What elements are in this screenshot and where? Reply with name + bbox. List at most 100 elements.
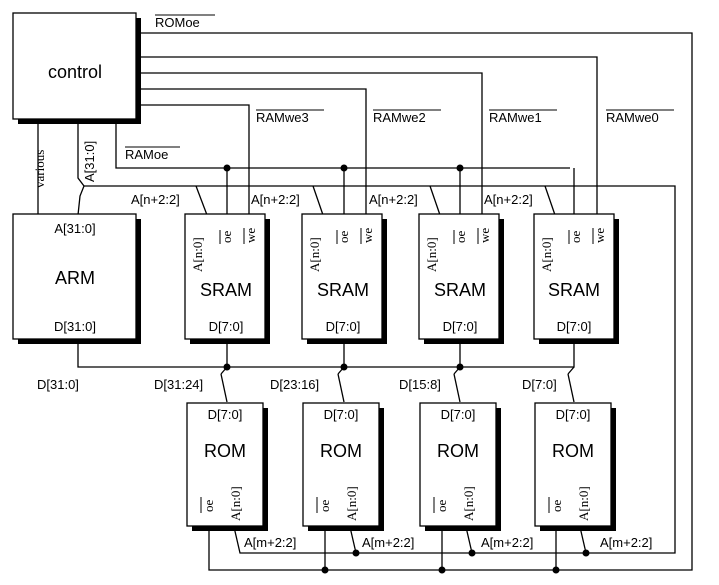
ramwe1-wire <box>137 72 483 228</box>
rom-addr-bus-label: A[m+2:2] <box>362 535 414 550</box>
sram-addr-bus-label: A[n+2:2] <box>484 192 533 207</box>
rom-label: ROM <box>552 441 594 461</box>
sram-oe-pin: oe <box>219 231 234 244</box>
junction-dot <box>456 363 464 371</box>
sram-block-4: A[n:0] oe we SRAM D[7:0] <box>533 213 619 344</box>
data-bus <box>77 340 575 368</box>
sram-label: SRAM <box>548 280 600 300</box>
control-signal-labels: ROMoe RAMwe3 RAMwe2 RAMwe1 RAMwe0 RAMoe … <box>32 14 674 188</box>
sram-data-port: D[7:0] <box>443 319 478 334</box>
romoe-label: ROMoe <box>155 15 200 30</box>
data-bus-label: D[31:0] <box>37 377 79 392</box>
sram-we-pin: we <box>477 228 492 243</box>
junction-dot <box>223 164 231 172</box>
sram-oe-pin: oe <box>453 231 468 244</box>
sram-addr-tap-1 <box>195 185 208 216</box>
sram-addr-tap-3 <box>429 185 441 216</box>
ramwe1-label: RAMwe1 <box>489 110 542 125</box>
rom-addr-bus-label: A[m+2:2] <box>244 535 296 550</box>
junction-dot <box>352 549 360 557</box>
sram-addr-pin: A[n:0] <box>424 237 439 272</box>
arm-block: A[31:0] ARM D[31:0] <box>12 213 141 344</box>
ramwe3-wire <box>137 104 250 228</box>
junction-dot <box>340 164 348 172</box>
sram-label: SRAM <box>200 280 252 300</box>
rom-addr-bus-label: A[m+2:2] <box>481 535 533 550</box>
rom-label: ROM <box>320 441 362 461</box>
ramwe3-label: RAMwe3 <box>256 110 309 125</box>
sram-block-2: A[n:0] oe we SRAM D[7:0] <box>301 213 387 344</box>
arm-label: ARM <box>55 268 95 288</box>
junction-dot <box>223 363 231 371</box>
control-addr-label: A[31:0] <box>82 141 97 182</box>
rom-addr-bus-label: A[m+2:2] <box>600 535 652 550</box>
sram-addr-bus-label: A[n+2:2] <box>251 192 300 207</box>
sram-addr-bus-label: A[n+2:2] <box>131 192 180 207</box>
sram-oe-pin: oe <box>568 231 583 244</box>
junction-dot <box>552 566 560 574</box>
romoe-wire <box>137 32 693 571</box>
control-label: control <box>48 62 102 82</box>
sram-label: SRAM <box>434 280 486 300</box>
data-bus-label: D[31:24] <box>154 377 203 392</box>
sram-block-3: A[n:0] oe we SRAM D[7:0] <box>418 213 504 344</box>
rom-oe-pin: oe <box>549 500 564 513</box>
sram-addr-bus-labels: A[n+2:2] A[n+2:2] A[n+2:2] A[n+2:2] <box>131 192 533 207</box>
data-bus-label: D[23:16] <box>270 377 319 392</box>
rom-addr-pin: A[n:0] <box>228 486 243 521</box>
rom-block-1: D[7:0] ROM oe A[n:0] <box>186 402 268 531</box>
rom-data-port: D[7:0] <box>324 407 359 422</box>
ramwe0-wire <box>137 56 598 228</box>
junction-dot <box>438 566 446 574</box>
sram-block-1: A[n:0] oe we SRAM D[7:0] <box>184 213 270 344</box>
rom-addr-3 <box>579 526 587 554</box>
rom-oe-pin: oe <box>434 500 449 513</box>
rom-data-3b <box>453 373 461 403</box>
junction-dot <box>456 164 464 172</box>
sram-data-port: D[7:0] <box>209 319 244 334</box>
rom-addr-pin: A[n:0] <box>461 486 476 521</box>
ramoe-label: RAMoe <box>125 147 168 162</box>
rom-addr-pin: A[n:0] <box>344 486 359 521</box>
data-bus-labels: D[31:0] D[31:24] D[23:16] D[15:8] D[7:0] <box>37 377 557 392</box>
sram-we-pin: we <box>592 228 607 243</box>
junction-dot <box>468 549 476 557</box>
rom-data-port: D[7:0] <box>208 407 243 422</box>
sram-data-port: D[7:0] <box>326 319 361 334</box>
rom-data-2b <box>337 373 345 403</box>
rom-data-port: D[7:0] <box>556 407 591 422</box>
rom-data-4b <box>567 373 575 403</box>
rom-label: ROM <box>437 441 479 461</box>
rom-data-1b <box>220 373 228 403</box>
sram-addr-pin: A[n:0] <box>307 237 322 272</box>
address-bus <box>84 185 676 554</box>
sram-data-port: D[7:0] <box>557 319 592 334</box>
sram-addr-bus-label: A[n+2:2] <box>369 192 418 207</box>
sram-addr-tap-4 <box>544 185 556 216</box>
ramwe0-label: RAMwe0 <box>606 110 659 125</box>
sram-oe-pin: oe <box>336 231 351 244</box>
sram-addr-pin: A[n:0] <box>190 237 205 272</box>
junction-dot <box>582 549 590 557</box>
ramwe2-label: RAMwe2 <box>373 110 426 125</box>
rom-oe-bus <box>208 527 612 571</box>
sram-label: SRAM <box>317 280 369 300</box>
rom-addr-1 <box>349 526 357 554</box>
rom-addr-bus-labels: A[m+2:2] A[m+2:2] A[m+2:2] A[m+2:2] <box>244 535 652 550</box>
sram-addr-pin: A[n:0] <box>539 237 554 272</box>
junctions <box>223 164 590 574</box>
rom-data-4 <box>567 366 575 375</box>
rom-label: ROM <box>204 441 246 461</box>
arm-addr-port: A[31:0] <box>54 221 95 236</box>
ramwe2-wire <box>137 88 367 228</box>
wires <box>37 32 693 571</box>
rom-data-port: D[7:0] <box>441 407 476 422</box>
rom-oe-pin: oe <box>317 500 332 513</box>
sram-we-pin: we <box>243 228 258 243</box>
data-bus-label: D[15:8] <box>399 377 441 392</box>
rom-addr-2 <box>465 526 473 554</box>
rom-addr-pin: A[n:0] <box>576 486 591 521</box>
sram-we-pin: we <box>360 228 375 243</box>
rom-block-3: D[7:0] ROM oe A[n:0] <box>419 402 501 531</box>
